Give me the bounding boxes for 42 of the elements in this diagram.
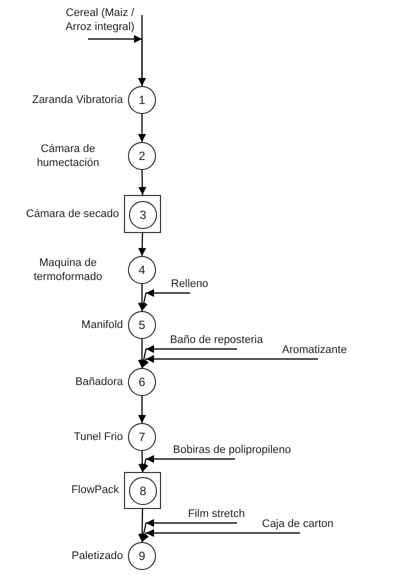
edge-label: Cereal (Maiz / Arroz integral) xyxy=(64,6,136,34)
arrow xyxy=(138,284,146,311)
step-label: Manifold xyxy=(80,318,123,333)
step-label: Zaranda Vibratoria xyxy=(31,93,123,108)
step-number: 3 xyxy=(140,209,146,221)
step-number: 9 xyxy=(138,550,146,562)
edge-label: Aromatizante xyxy=(282,343,348,357)
edge-label: Caja de carton xyxy=(262,517,335,531)
arrow xyxy=(138,396,146,423)
arrow xyxy=(140,455,235,472)
step-number: 1 xyxy=(138,94,146,106)
step-label: Tunel Frio xyxy=(72,430,123,445)
step-number: 8 xyxy=(140,485,146,497)
equipment-box xyxy=(124,195,161,233)
arrow xyxy=(141,355,318,368)
step-label: Cámara de secado xyxy=(25,207,119,222)
step-number: 7 xyxy=(138,431,146,443)
equipment-box xyxy=(124,472,161,509)
arrow xyxy=(140,519,237,542)
step-number: 6 xyxy=(138,376,146,388)
step-number: 4 xyxy=(138,264,146,276)
arrow xyxy=(138,232,146,256)
arrow xyxy=(138,450,146,472)
arrow xyxy=(138,114,146,142)
arrow xyxy=(88,35,146,86)
step-label: Cámara de humectación xyxy=(36,142,100,170)
arrow xyxy=(141,529,300,542)
edge-label: Baño de reposteria xyxy=(170,333,264,347)
arrow xyxy=(138,170,146,196)
arrow xyxy=(138,509,146,542)
step-number: 5 xyxy=(138,319,146,331)
edge-label: Relleno xyxy=(171,277,210,291)
arrow xyxy=(140,289,190,312)
step-number: 2 xyxy=(138,150,146,162)
arrow xyxy=(138,339,146,368)
step-label: Bañadora xyxy=(74,375,123,390)
step-label: FlowPack xyxy=(70,483,119,498)
edge-label: Film stretch xyxy=(188,507,246,521)
step-label: Paletizado xyxy=(70,549,123,564)
arrow xyxy=(140,345,237,368)
edge-label: Bobiras de polipropileno xyxy=(173,443,292,457)
step-label: Maquina de termoformado xyxy=(32,256,104,284)
